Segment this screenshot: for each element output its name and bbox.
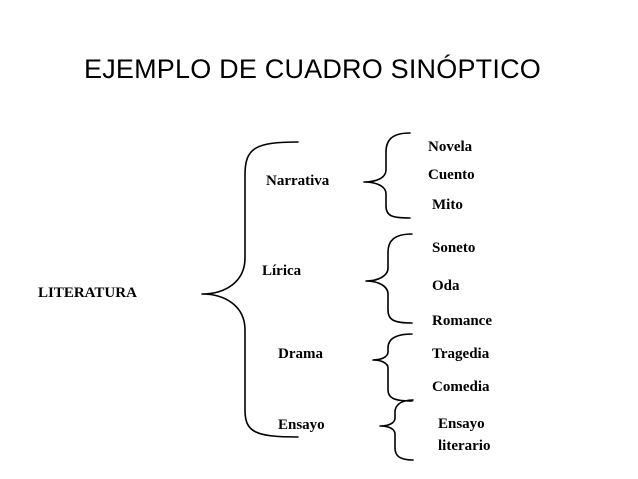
ensayo-brace	[379, 399, 414, 461]
leaf-tragedia: Tragedia	[432, 346, 490, 362]
leaf-literario: literario	[438, 438, 491, 454]
leaf-novela: Novela	[428, 139, 473, 155]
leaf-romance: Romance	[432, 313, 492, 329]
branch-label-ensayo: Ensayo	[278, 417, 325, 433]
narrativa-brace	[363, 132, 411, 219]
leaf-cuento: Cuento	[428, 167, 475, 183]
leaf-soneto: Soneto	[432, 240, 476, 256]
drama-brace	[372, 333, 413, 402]
branch-label-drama: Drama	[278, 346, 323, 362]
leaf-oda: Oda	[432, 278, 460, 294]
lirica-brace	[365, 233, 413, 324]
leaf-mito: Mito	[432, 197, 463, 213]
leaf-ensayo: Ensayo	[438, 416, 485, 432]
diagram-title: EJEMPLO DE CUADRO SINÓPTICO	[84, 54, 541, 84]
main-brace	[201, 141, 299, 438]
branch-label-narrativa: Narrativa	[266, 173, 330, 189]
root-label: LITERATURA	[38, 285, 137, 301]
leaf-comedia: Comedia	[432, 379, 490, 395]
branch-label-lirica: Lírica	[262, 263, 302, 279]
